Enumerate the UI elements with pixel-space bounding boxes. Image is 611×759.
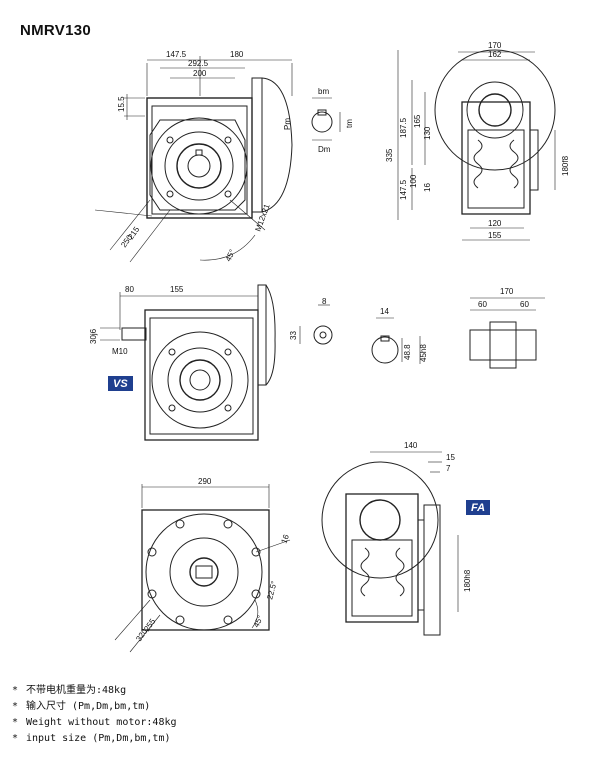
dim-100: 100 (409, 174, 418, 188)
notes: *不带电机重量为:48kg *输入尺寸 (Pm,Dm,bm,tm) *Weigh… (12, 683, 177, 747)
dim-180: 180 (230, 50, 244, 59)
dim-45h8: 45h8 (419, 344, 428, 362)
dim-bm: bm (318, 87, 329, 96)
double-shaft-detail (469, 297, 545, 369)
dim-147-5: 147.5 (166, 50, 187, 59)
fa-view (321, 451, 459, 636)
shaft-input-detail (311, 97, 341, 141)
dim-16-flange: 16 (279, 533, 291, 545)
page-title: NMRV130 (20, 22, 92, 39)
dim-15: 15 (446, 453, 455, 462)
dim-tm: tm (345, 119, 354, 128)
dim-30j6: 30j6 (89, 328, 98, 344)
dim-7: 7 (446, 464, 451, 473)
dim-8: 8 (322, 297, 327, 306)
dim-292-5: 292.5 (188, 59, 209, 68)
dim-16: 16 (423, 183, 432, 192)
dim-80: 80 (125, 285, 134, 294)
note-row: *input size (Pm,Dm,bm,tm) (12, 733, 171, 744)
fa-badge: FA (466, 500, 491, 515)
dim-335: 335 (385, 148, 394, 162)
dim-180h8: 180h8 (463, 569, 472, 592)
dim-33: 33 (289, 331, 298, 340)
vs-badge: VS (108, 376, 133, 391)
dim-45deg-flange: 45° (252, 614, 265, 629)
dim-14: 14 (380, 307, 389, 316)
note-row: *不带电机重量为:48kg (12, 685, 127, 696)
front-view (94, 56, 293, 263)
dim-m12: M12x21 (253, 202, 271, 232)
dim-pm: Pm (283, 118, 292, 130)
side-view (397, 49, 556, 241)
dim-170-vs: 170 (500, 287, 514, 296)
dim-60-a: 60 (478, 300, 487, 309)
dim-165: 165 (413, 114, 422, 128)
dim-m10: M10 (112, 347, 128, 356)
dim-170-side: 170 (488, 41, 502, 50)
dim-15-5: 15.5 (117, 96, 126, 112)
vs-shaft-detail (299, 304, 333, 345)
dim-155-vs: 155 (170, 285, 184, 294)
dim-200: 200 (193, 69, 207, 78)
dim-60-b: 60 (520, 300, 529, 309)
dim-48-8: 48.8 (403, 344, 412, 360)
note-row: *Weight without motor:48kg (12, 717, 177, 728)
dim-dm: Dm (318, 145, 331, 154)
output-shaft-detail (371, 317, 421, 364)
dim-22-5deg: 22.5° (265, 580, 279, 600)
note-row: *输入尺寸 (Pm,Dm,bm,tm) (12, 701, 151, 712)
dim-180f8: 180f8 (561, 155, 570, 176)
dim-290: 290 (198, 477, 212, 486)
dim-45deg: 45° (224, 248, 237, 263)
dim-147-5-side: 147.5 (399, 179, 408, 200)
dim-140: 140 (404, 441, 418, 450)
dim-162: 162 (488, 50, 502, 59)
dim-155-side: 155 (488, 231, 502, 240)
dim-130: 130 (423, 126, 432, 140)
flange-view (114, 484, 291, 653)
dim-120: 120 (488, 219, 502, 228)
dim-187-5: 187.5 (399, 117, 408, 138)
vs-view (100, 284, 276, 441)
